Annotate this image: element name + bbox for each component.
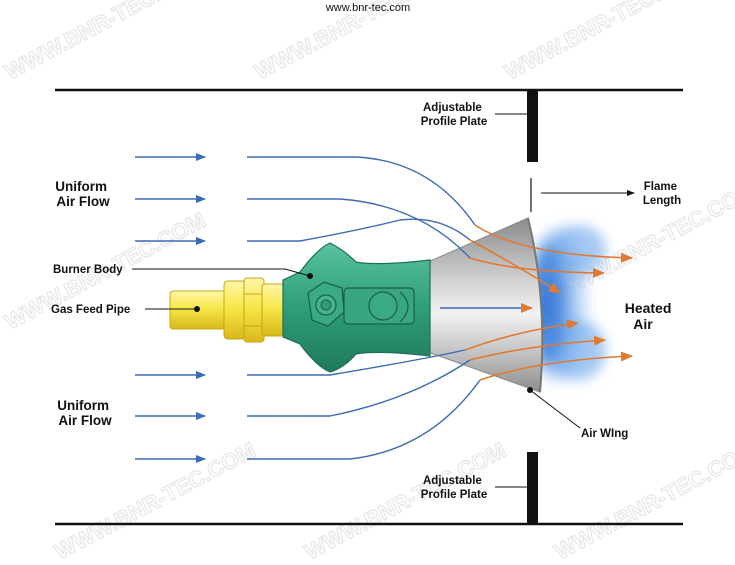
air-flow-curves: [247, 156, 481, 460]
gas-pipe-dot: [194, 306, 200, 312]
heated-air-label: Heated Air: [625, 300, 676, 332]
watermark: WWW.BNR-TEC.COM: [51, 437, 260, 564]
header-url: www.bnr-tec.com: [325, 2, 410, 14]
air-wing-label: Air WIng: [581, 428, 628, 440]
uniform-air-flow-bottom-label: Uniform Air Flow: [57, 398, 113, 428]
air-flow-arrows: [135, 153, 206, 463]
profile-plate-top-label: Adjustable Profile Plate: [421, 102, 487, 128]
air-wing-leader: [529, 389, 581, 429]
air-wing-dot: [527, 387, 533, 393]
uniform-air-flow-top-label: Uniform Air Flow: [55, 179, 111, 209]
burner-body: [282, 242, 431, 373]
profile-plate-bottom: [527, 452, 538, 524]
air-wing-rim: [527, 217, 544, 393]
flame-length-label: Flame Length: [643, 181, 681, 207]
gas-feed-pipe-label: Gas Feed Pipe: [51, 304, 130, 316]
profile-plate-top: [527, 90, 538, 162]
watermark: WWW.BNR-TEC.COM: [501, 0, 710, 84]
heated-air-arrows: [440, 224, 633, 381]
burner-body-dot: [307, 273, 313, 279]
air-wing: [427, 217, 543, 393]
burner-body-leader-diag: [284, 268, 311, 277]
profile-plate-bottom-label: Adjustable Profile Plate: [421, 475, 487, 501]
gas-feed-pipe: [169, 277, 285, 343]
watermark: WWW.BNR-TEC.COM: [551, 437, 735, 564]
burner-body-label: Burner Body: [53, 264, 123, 276]
watermark: WWW.BNR-TEC.COM: [1, 0, 210, 84]
